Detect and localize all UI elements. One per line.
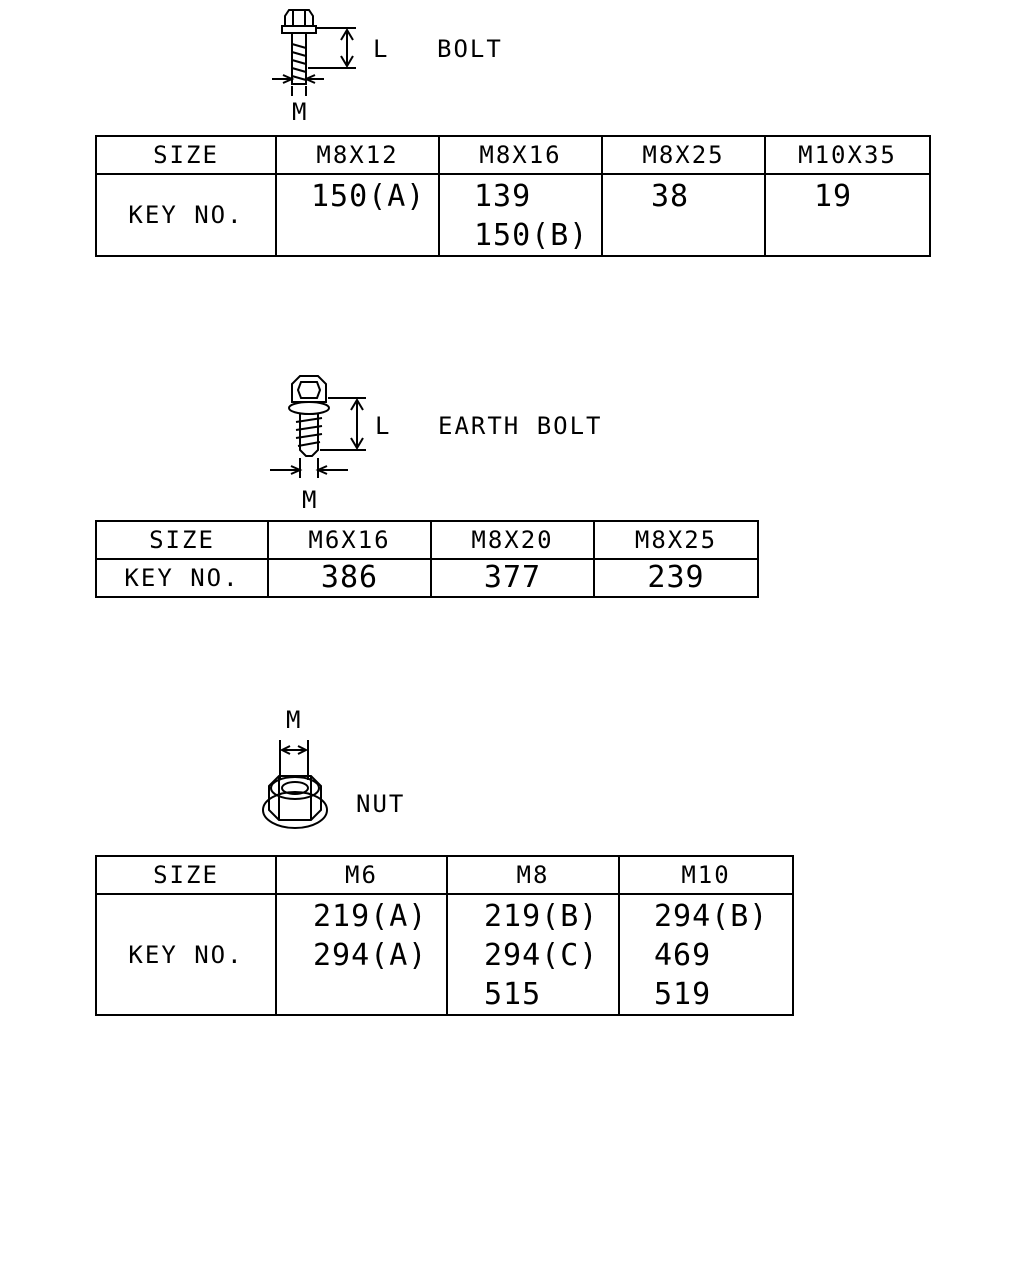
table-row: SIZE M6X16 M8X20 M8X25 (95, 520, 759, 560)
earth-bolt-drawing (270, 375, 366, 478)
key-no-cell: 139 150(B) (438, 173, 603, 257)
size-cell: M8X12 (275, 135, 440, 175)
size-cell: M8X16 (438, 135, 603, 175)
key-number: 150(A) (311, 179, 426, 214)
key-no-cell: 239 (593, 558, 759, 598)
table-row: KEY NO. 386 377 239 (95, 558, 759, 598)
key-number: 469 (654, 938, 712, 973)
earth-bolt-title: EARTH BOLT (438, 412, 603, 440)
size-cell: M6 (275, 855, 448, 895)
key-no-cell: 219(A) 294(A) (275, 893, 448, 1016)
bolt-drawing (272, 9, 356, 96)
size-header: SIZE (95, 135, 277, 175)
earth-bolt-table: SIZE M6X16 M8X20 M8X25 KEY NO. 386 377 2… (95, 520, 759, 598)
size-cell: M8X25 (601, 135, 766, 175)
size-cell: M10 (618, 855, 794, 895)
bolt-title: BOLT (437, 35, 503, 63)
nut-diameter-label: M (286, 706, 303, 734)
size-cell: M8X25 (593, 520, 759, 560)
key-no-cell: 294(B) 469 519 (618, 893, 794, 1016)
key-number: 150(B) (474, 218, 589, 253)
table-row: KEY NO. 150(A) 139 150(B) 38 19 (95, 173, 931, 257)
key-number: 239 (647, 560, 705, 595)
key-number: 219(B) (484, 899, 599, 934)
key-number: 519 (654, 977, 712, 1012)
table-row: KEY NO. 219(A) 294(A) 219(B) 294(C) 515 … (95, 893, 794, 1016)
key-no-cell: 150(A) (275, 173, 440, 257)
size-header: SIZE (95, 855, 277, 895)
key-no-header: KEY NO. (95, 173, 277, 257)
table-row: SIZE M6 M8 M10 (95, 855, 794, 895)
key-no-cell: 38 (601, 173, 766, 257)
size-cell: M6X16 (267, 520, 432, 560)
key-number: 377 (483, 560, 542, 595)
size-header: SIZE (95, 520, 269, 560)
key-number: 294(A) (313, 938, 428, 973)
key-number: 294(B) (654, 899, 769, 934)
nut-title: NUT (356, 790, 406, 818)
key-number: 219(A) (313, 899, 428, 934)
key-no-header: KEY NO. (95, 558, 269, 598)
bolt-length-label: L (373, 35, 390, 63)
key-number: 19 (814, 179, 853, 214)
size-cell: M10X35 (764, 135, 931, 175)
key-no-cell: 377 (430, 558, 595, 598)
key-number: 294(C) (484, 938, 599, 973)
nut-table: SIZE M6 M8 M10 KEY NO. 219(A) 294(A) 219… (95, 855, 794, 1016)
key-number: 386 (320, 560, 379, 595)
earth-bolt-diameter-label: M (302, 486, 319, 514)
bolt-diameter-label: M (292, 98, 309, 126)
size-cell: M8X20 (430, 520, 595, 560)
key-no-header: KEY NO. (95, 893, 277, 1016)
size-cell: M8 (446, 855, 620, 895)
table-row: SIZE M8X12 M8X16 M8X25 M10X35 (95, 135, 931, 175)
earth-bolt-length-label: L (375, 412, 392, 440)
nut-drawing (262, 740, 328, 829)
bolt-table: SIZE M8X12 M8X16 M8X25 M10X35 KEY NO. 15… (95, 135, 931, 257)
key-number: 38 (651, 179, 690, 214)
key-no-cell: 19 (764, 173, 931, 257)
key-number: 515 (484, 977, 542, 1012)
key-number: 139 (474, 179, 532, 214)
key-no-cell: 386 (267, 558, 432, 598)
key-no-cell: 219(B) 294(C) 515 (446, 893, 620, 1016)
